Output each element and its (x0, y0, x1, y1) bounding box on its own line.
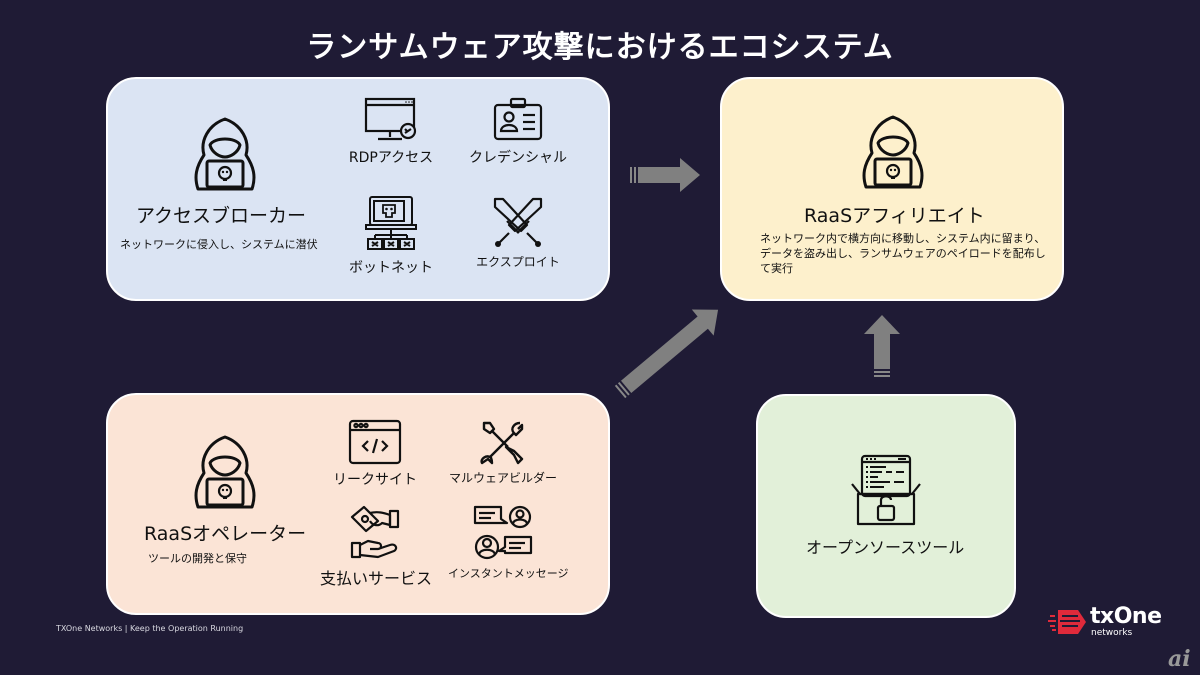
txone-logo: txOne networks (1048, 604, 1162, 646)
access-broker-panel: アクセスブローカー ネットワークに侵入し、システムに潜伏 RDPアクセス (106, 77, 610, 301)
arrow-oss-to-affiliate (864, 315, 900, 377)
crossed-swords-icon (493, 197, 543, 247)
hacker-icon (194, 117, 256, 191)
chat-users-icon (473, 505, 533, 560)
item-credentials: クレデンシャル (463, 97, 573, 167)
payment-hand-icon (350, 505, 400, 559)
item-payment-service: 支払いサービス (320, 505, 433, 589)
code-window-icon (348, 419, 402, 465)
item-leak-site: リークサイト (320, 419, 430, 489)
raas-operator-panel: RaaSオペレーター ツールの開発と保守 リークサイト マルウェアビルダー (106, 393, 610, 615)
raas-affiliate-panel: RaaSアフィリエイト ネットワーク内で横方向に移動し、システム内に留まり、デー… (720, 77, 1064, 301)
raas-affiliate-label: RaaSアフィリエイト (804, 205, 985, 227)
arrow-access-to-affiliate (630, 158, 700, 192)
footer-text: TXOne Networks | Keep the Operation Runn… (56, 624, 244, 633)
access-broker-description: ネットワークに侵入し、システムに潜伏 (120, 238, 318, 251)
raas-affiliate-description: ネットワーク内で横方向に移動し、システム内に留まり、データを盗み出し、ランサムウ… (760, 232, 1046, 275)
watermark: ai (1168, 646, 1191, 672)
open-source-tools-panel: オープンソースツール (756, 394, 1016, 618)
arrow-operator-to-affiliate (614, 309, 719, 399)
hacker-icon (194, 435, 256, 509)
page-title: ランサムウェア攻撃におけるエコシステム (306, 30, 894, 65)
item-label: マルウェアビルダー (448, 471, 557, 485)
item-label: エクスプロイト (476, 255, 560, 269)
item-instant-messaging: インスタントメッセージ (448, 505, 569, 581)
item-rdp-access: RDPアクセス (336, 97, 446, 167)
item-label: RDPアクセス (348, 150, 434, 166)
hacker-icon (862, 115, 924, 189)
item-label: 支払いサービス (320, 569, 433, 588)
tools-icon (480, 421, 524, 465)
raas-operator-description: ツールの開発と保守 (148, 552, 247, 565)
item-label: ボットネット (349, 260, 433, 276)
logo-sub: networks (1091, 628, 1133, 638)
open-source-tools-label: オープンソースツール (806, 538, 965, 557)
item-botnet: ボットネット (336, 195, 446, 277)
id-badge-icon (493, 97, 543, 141)
logo-name: txOne (1090, 604, 1162, 629)
txone-logo-icon (1048, 610, 1086, 634)
item-label: クレデンシャル (469, 150, 567, 166)
access-broker-label: アクセスブローカー (136, 205, 307, 227)
raas-operator-label: RaaSオペレーター (144, 523, 307, 545)
item-label: インスタントメッセージ (448, 567, 569, 580)
remote-desktop-icon (364, 97, 417, 141)
item-label: リークサイト (333, 472, 417, 488)
item-exploit: エクスプロイト (463, 195, 573, 270)
open-box-code-icon (851, 454, 921, 526)
item-malware-builder: マルウェアビルダー (448, 419, 558, 486)
botnet-icon (365, 196, 417, 250)
